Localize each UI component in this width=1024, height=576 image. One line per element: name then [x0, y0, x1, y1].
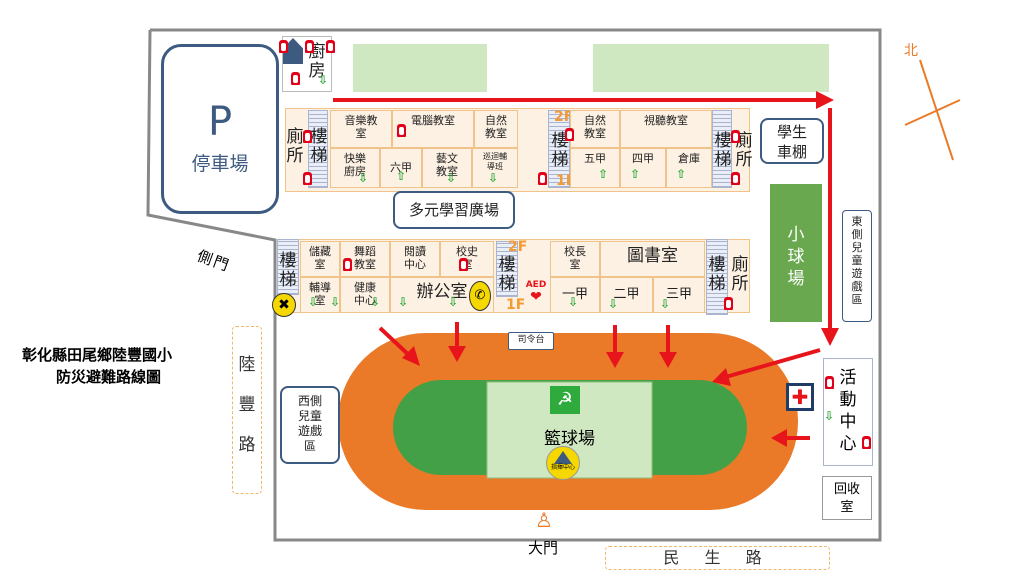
activity-center-label: 活動中心: [839, 368, 857, 454]
parking-label: 停車場: [191, 153, 249, 175]
extinguisher-icon: [538, 172, 547, 185]
route-arrow-icon: ⇩: [488, 171, 499, 185]
tools-icon: ✖: [272, 293, 296, 317]
extinguisher-icon: [279, 40, 288, 53]
extinguisher-icon: [862, 436, 871, 449]
route-arrow-icon: ⇩: [358, 171, 369, 185]
recycle-room: 回收室: [822, 476, 872, 520]
extinguisher-icon: [291, 72, 300, 85]
small-court: 小球場: [770, 184, 822, 322]
stairs-south-center-label: 樓梯: [498, 255, 516, 294]
first-aid-icon: ✚: [786, 383, 814, 411]
room-counseling: 輔導室: [300, 277, 340, 313]
title-line-1: 彰化縣田尾鄉陸豐國小: [22, 346, 173, 364]
extinguisher-icon: [724, 297, 733, 310]
route-arrow-icon: ⇩: [308, 295, 319, 309]
map-title: 彰化縣田尾鄉陸豐國小 防災避難路線圖: [22, 344, 172, 388]
parking-lot: P 停車場: [161, 44, 279, 214]
people-icon: ♙: [535, 508, 553, 532]
stairs-south-east-label: 樓梯: [708, 255, 726, 294]
basketball-court-label: 籃球場: [544, 429, 595, 449]
stairs-south-west: [277, 239, 299, 295]
route-arrow-icon: ⇧: [676, 167, 687, 181]
east-playground: 東側兒童遊戲區: [842, 210, 872, 322]
route-arrow-icon: ⇩: [398, 295, 409, 309]
floor-2f-north: 2F: [554, 109, 574, 125]
stairs-south-west-label: 樓梯: [279, 251, 297, 290]
phone-icon: ✆: [469, 281, 491, 311]
room-3a: 三甲: [653, 277, 705, 313]
extinguisher-icon: [565, 128, 574, 141]
main-gate-label: 大門: [528, 539, 559, 557]
command-platform: 司令台: [508, 332, 554, 350]
floor-1f-south: 1F: [506, 297, 526, 313]
kitchen-label: 廚房: [308, 42, 326, 81]
stairs-south-east: [706, 239, 728, 315]
stairs-north-center-label: 樓梯: [551, 131, 569, 170]
road-south: 民 生 路: [605, 546, 830, 570]
stairs-north-east-label: 樓梯: [714, 131, 732, 170]
extinguisher-icon: [825, 376, 834, 389]
route-arrow-icon: ⇩: [824, 409, 835, 423]
command-center-icon: 指揮中心: [546, 446, 580, 480]
room-arts: 藝文教室: [422, 148, 472, 188]
bike-shed: 學生車棚: [760, 118, 824, 164]
route-arrow-icon: ⇩: [446, 171, 457, 185]
north-label: 北: [904, 43, 918, 59]
room-health: 健康中心: [340, 277, 390, 313]
room-storage: 倉庫: [666, 148, 712, 188]
stairs-south-center: [496, 241, 518, 297]
room-science-1: 自然教室: [474, 110, 518, 148]
route-arrow-icon: ⇩: [370, 295, 381, 309]
title-line-2: 防災避難路線圖: [56, 368, 162, 386]
extinguisher-icon: [303, 130, 312, 143]
stairs-north-center: [548, 110, 570, 188]
room-storage-2: 儲藏室: [300, 241, 340, 277]
route-arrow-icon: ⇧: [396, 169, 407, 183]
stairs-icon: [283, 38, 303, 64]
route-arrow-icon: ⇩: [448, 295, 459, 309]
extinguisher-icon: [343, 258, 352, 271]
route-arrow-icon: ⇩: [568, 295, 579, 309]
toilet-south-east: 廁所: [731, 255, 749, 294]
plaza: 多元學習廣場: [393, 191, 515, 229]
room-kitchen-class: 快樂廚房: [330, 148, 380, 188]
route-arrow-icon: ⇧: [630, 167, 641, 181]
road-west: 陸豐路: [232, 326, 262, 494]
extinguisher-icon: [731, 130, 740, 143]
route-arrow-icon: ⇩: [330, 295, 341, 309]
room-4a: 四甲: [620, 148, 666, 188]
room-music: 音樂教室: [330, 110, 392, 148]
extinguisher-icon: [326, 40, 335, 53]
route-arrow-icon: ⇩: [608, 297, 619, 311]
route-arrow-icon: ⇩: [318, 73, 329, 87]
extinguisher-icon: [731, 172, 740, 185]
west-playground: 西側兒童遊戲區: [280, 386, 340, 464]
floor-2f-south: 2F: [508, 239, 528, 255]
extinguisher-icon: [397, 124, 406, 137]
aed-icon: AED ❤: [525, 280, 547, 305]
room-av: 視聽教室: [620, 110, 712, 148]
extinguisher-icon: [459, 258, 468, 271]
stairs-north-east: [712, 110, 732, 188]
room-library: 圖書室: [600, 241, 705, 277]
parking-icon: P: [207, 99, 233, 145]
exit-sign-icon: ☭出口: [550, 386, 580, 414]
room-2a: 二甲: [600, 277, 653, 313]
route-arrow-icon: ⇧: [598, 167, 609, 181]
room-reading: 閱讀中心: [390, 241, 440, 277]
room-1a: 一甲: [550, 277, 600, 313]
extinguisher-icon: [305, 40, 314, 53]
room-5a: 五甲: [570, 148, 620, 188]
extinguisher-icon: [303, 172, 312, 185]
toilet-north-west: 廁所: [286, 127, 304, 166]
room-6a: 六甲: [380, 148, 422, 188]
command-center-label: 指揮中心: [550, 464, 575, 471]
route-arrow-icon: ⇩: [660, 297, 671, 311]
room-resource: 巡迴輔導班: [472, 148, 518, 188]
stairs-north-west-label: 樓梯: [310, 127, 328, 166]
room-principal: 校長室: [550, 241, 600, 277]
room-science-2: 自然教室: [570, 110, 620, 148]
stairs-north-west: [308, 110, 328, 188]
